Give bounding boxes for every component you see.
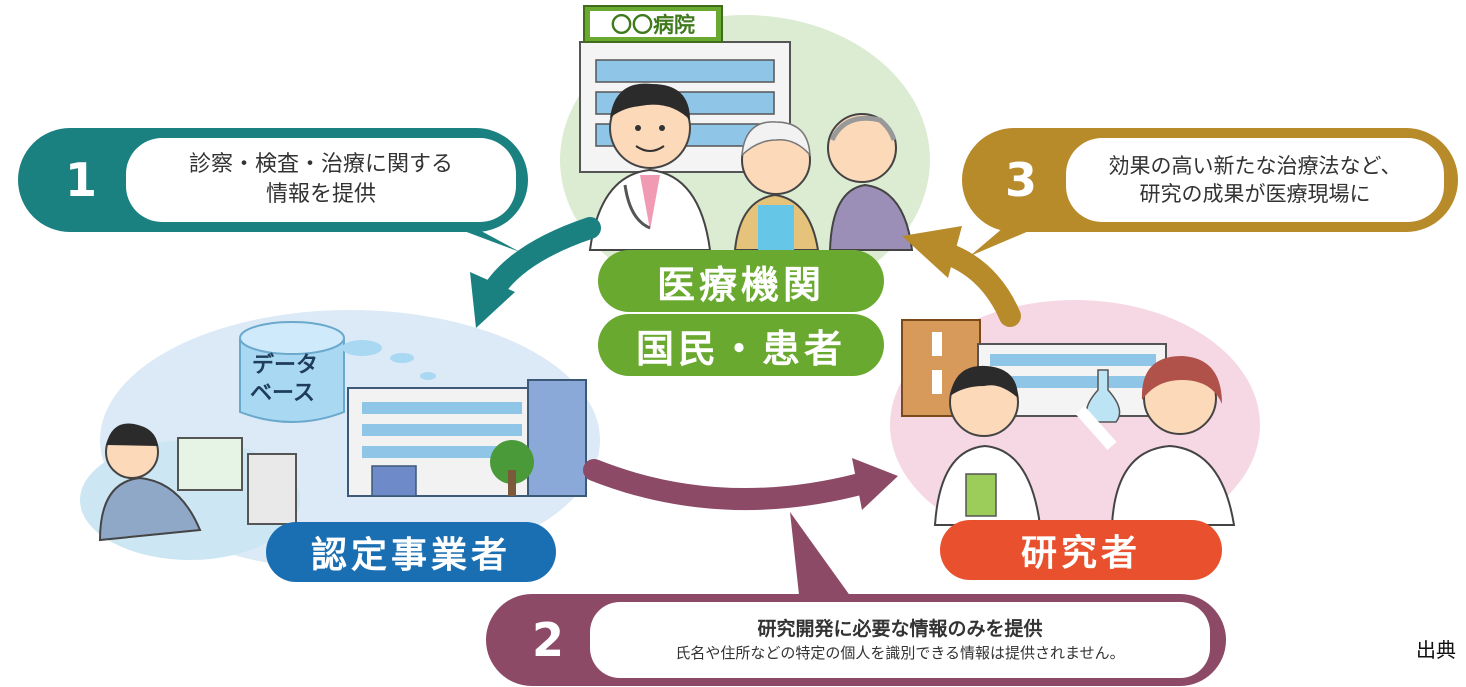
callout-2-tail <box>790 512 856 604</box>
node-certified-operator: 認定事業者 <box>266 522 556 582</box>
callout-step-2: 2 研究開発に必要な情報のみを提供 氏名や住所などの特定の個人を識別できる情報は… <box>486 594 1226 686</box>
callout-step-1: 1 診察・検査・治療に関する 情報を提供 <box>18 128 528 232</box>
node-citizens-patients-label: 国民・患者 <box>635 326 846 371</box>
operator-at-computer-illustration <box>80 423 300 560</box>
callout-1-line1: 診察・検査・治療に関する <box>188 152 453 178</box>
node-researcher: 研究者 <box>940 520 1222 580</box>
elderly-couple-illustration <box>733 113 914 251</box>
researchers-illustration <box>933 356 1236 526</box>
database-label-line1: データ <box>252 352 318 378</box>
certified-operator-building-illustration <box>347 379 587 497</box>
arrow-medical-to-certified <box>470 217 601 328</box>
callout-2-number: 2 <box>531 613 564 667</box>
callout-step-3: 3 効果の高い新たな治療法など、 研究の成果が医療現場に <box>962 128 1458 232</box>
callout-1-number: 1 <box>64 153 97 207</box>
doctor-illustration <box>588 83 712 251</box>
arrow-researcher-to-medical <box>902 226 1021 327</box>
callout-3-line1: 効果の高い新たな治療法など、 <box>1108 153 1402 178</box>
hospital-sign-text: 〇〇病院 <box>611 13 695 37</box>
callout-3-number: 3 <box>1004 153 1037 207</box>
database-label-line2: ベース <box>250 381 315 406</box>
database-illustration: データ ベース <box>239 321 436 423</box>
node-researcher-label: 研究者 <box>1020 533 1141 574</box>
callout-2-text-box: 研究開発に必要な情報のみを提供 氏名や住所などの特定の個人を識別できる情報は提供… <box>590 602 1210 678</box>
node-medical-institution-label: 医療機関 <box>656 262 825 307</box>
callout-2-line1: 研究開発に必要な情報のみを提供 <box>757 618 1043 641</box>
callout-1-line2: 情報を提供 <box>265 182 376 207</box>
node-citizens-patients: 国民・患者 <box>598 314 884 376</box>
callout-3-line2: 研究の成果が医療現場に <box>1139 182 1371 206</box>
node-medical-institution: 医療機関 <box>598 250 884 312</box>
node-certified-operator-label: 認定事業者 <box>310 535 511 576</box>
callout-2-line2: 氏名や住所などの特定の個人を識別できる情報は提供されません。 <box>675 643 1125 662</box>
callout-1-text-box: 診察・検査・治療に関する 情報を提供 <box>126 138 516 222</box>
arrow-certified-to-researcher <box>583 458 898 511</box>
callout-3-text-box: 効果の高い新たな治療法など、 研究の成果が医療現場に <box>1066 138 1444 222</box>
source-label: 出典 <box>1416 638 1456 662</box>
